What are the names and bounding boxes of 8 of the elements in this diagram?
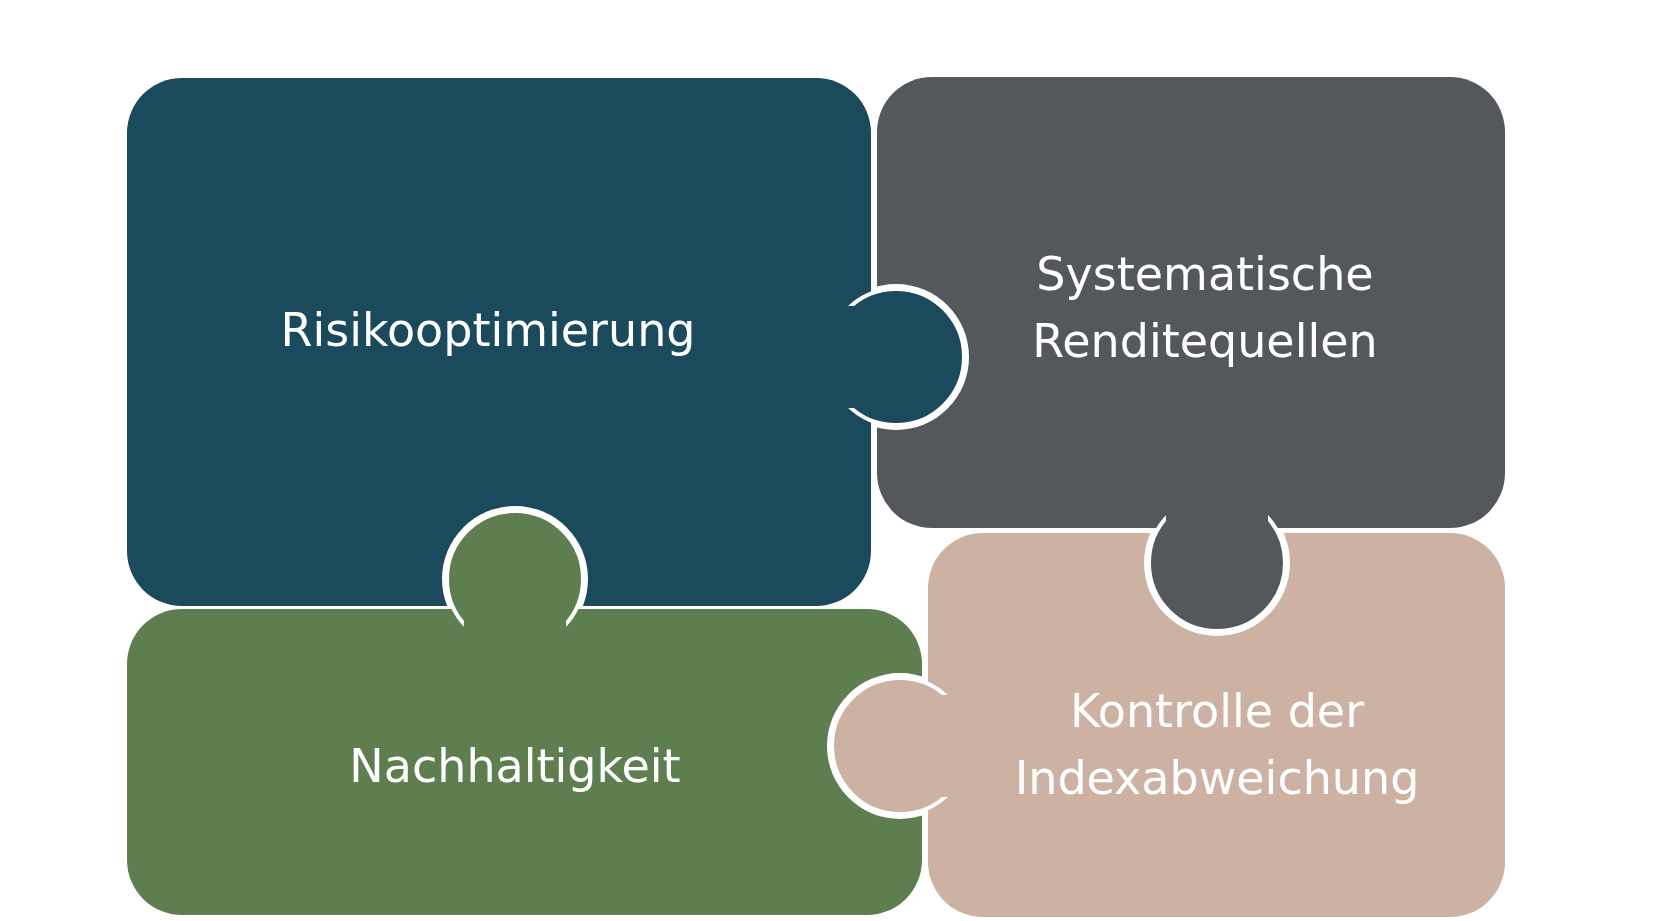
piece-label: Kontrolle der Indexabweichung	[1013, 683, 1421, 807]
puzzle-piece	[928, 533, 1505, 917]
piece-label: Systematische Renditequellen	[1031, 246, 1379, 370]
puzzle-piece	[127, 609, 922, 915]
puzzle-piece	[877, 77, 1505, 528]
piece-label: Nachhaltigkeit	[348, 737, 682, 795]
puzzle-piece	[127, 78, 871, 606]
piece-label: Risikooptimierung	[279, 301, 697, 359]
